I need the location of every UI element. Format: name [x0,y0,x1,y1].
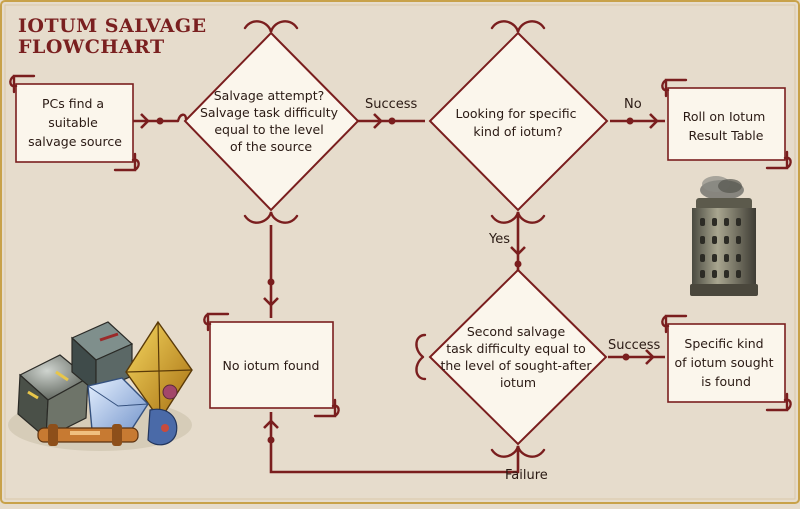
connectors [133,113,665,474]
node-looking-specific-text: Looking for specific kind of iotum? [456,106,581,139]
label-failure: Failure [505,468,548,483]
node-salvage-attempt-text: Salvage attempt? Salvage task difficulty… [200,88,342,154]
node-start-curl-bottom [113,152,140,172]
edge-looking-to-second-dot [514,260,522,268]
label-no: No [624,97,642,112]
edge-salvage-to-noiotum-dot [267,278,275,286]
title-line-2: FLOWCHART [18,36,165,58]
page-inner-border [4,4,796,500]
node-start-text: PCs find a suitable salvage source [28,96,122,149]
node-start-curl-top [9,74,36,94]
node-found-curl-top [661,314,688,334]
crystals-illustration [8,320,193,451]
edge-start-to-salvage-arrow [140,113,150,129]
edge-second-to-found-arrow [645,349,655,365]
node-no-iotum-curl-bottom [313,398,340,418]
edge-salvage-to-noiotum-arrow [263,297,279,307]
node-salvage-curl-bottom [243,211,299,224]
label-success-2: Success [608,338,661,353]
edge-salvage-to-looking-dot [388,117,396,125]
node-no-iotum-text: No iotum found [223,358,320,373]
node-looking-curl-top [490,20,546,33]
node-salvage-curl-top [243,20,299,33]
label-yes: Yes [488,232,510,247]
node-second-curl-bottom [490,445,546,458]
label-success-1: Success [365,97,418,112]
node-found-curl-bottom [765,392,792,412]
node-second-salvage: Second salvage task difficulty equal to … [415,268,608,458]
edge-salvage-to-looking-arrow [373,113,383,129]
node-no-iotum-box [209,321,334,409]
title-line-1: IOTUM SALVAGE [18,15,207,37]
edge-looking-to-roll-arrow [649,113,659,129]
node-second-curl-left [415,333,427,381]
node-roll-table-box [667,87,786,161]
node-no-iotum: No iotum found [203,312,340,418]
node-no-iotum-curl-top [203,312,230,332]
node-start: PCs find a suitable salvage source [9,74,140,172]
edge-second-to-noiotum-arrow [263,419,279,429]
node-salvage-attempt: Salvage attempt? Salvage task difficulty… [183,20,360,224]
node-specific-found-text: Specific kind of iotum sought is found [675,336,778,389]
node-roll-table: Roll on Iotum Result Table [661,78,792,170]
node-specific-found: Specific kind of iotum sought is found [661,314,792,412]
node-second-salvage-text: Second salvage task difficulty equal to … [440,324,595,390]
edge-start-to-salvage-curl [176,113,188,123]
node-roll-curl-bottom [765,150,792,170]
edge-looking-to-roll-dot [626,117,634,125]
node-roll-curl-top [661,78,688,98]
tower-illustration [690,176,758,296]
edge-second-to-found-dot [622,353,630,361]
node-looking-curl-bottom [490,211,546,224]
node-start-box [15,83,134,163]
edge-start-to-salvage-dot [156,117,164,125]
node-specific-found-box [667,323,786,403]
node-looking-specific: Looking for specific kind of iotum? [428,20,609,224]
edge-looking-to-second-arrow [510,246,526,256]
node-salvage-attempt-diamond [183,31,360,212]
node-roll-table-text: Roll on Iotum Result Table [683,109,770,143]
edge-second-to-noiotum-dot [267,436,275,444]
node-looking-specific-diamond [428,31,609,212]
node-second-salvage-diamond [428,268,608,446]
